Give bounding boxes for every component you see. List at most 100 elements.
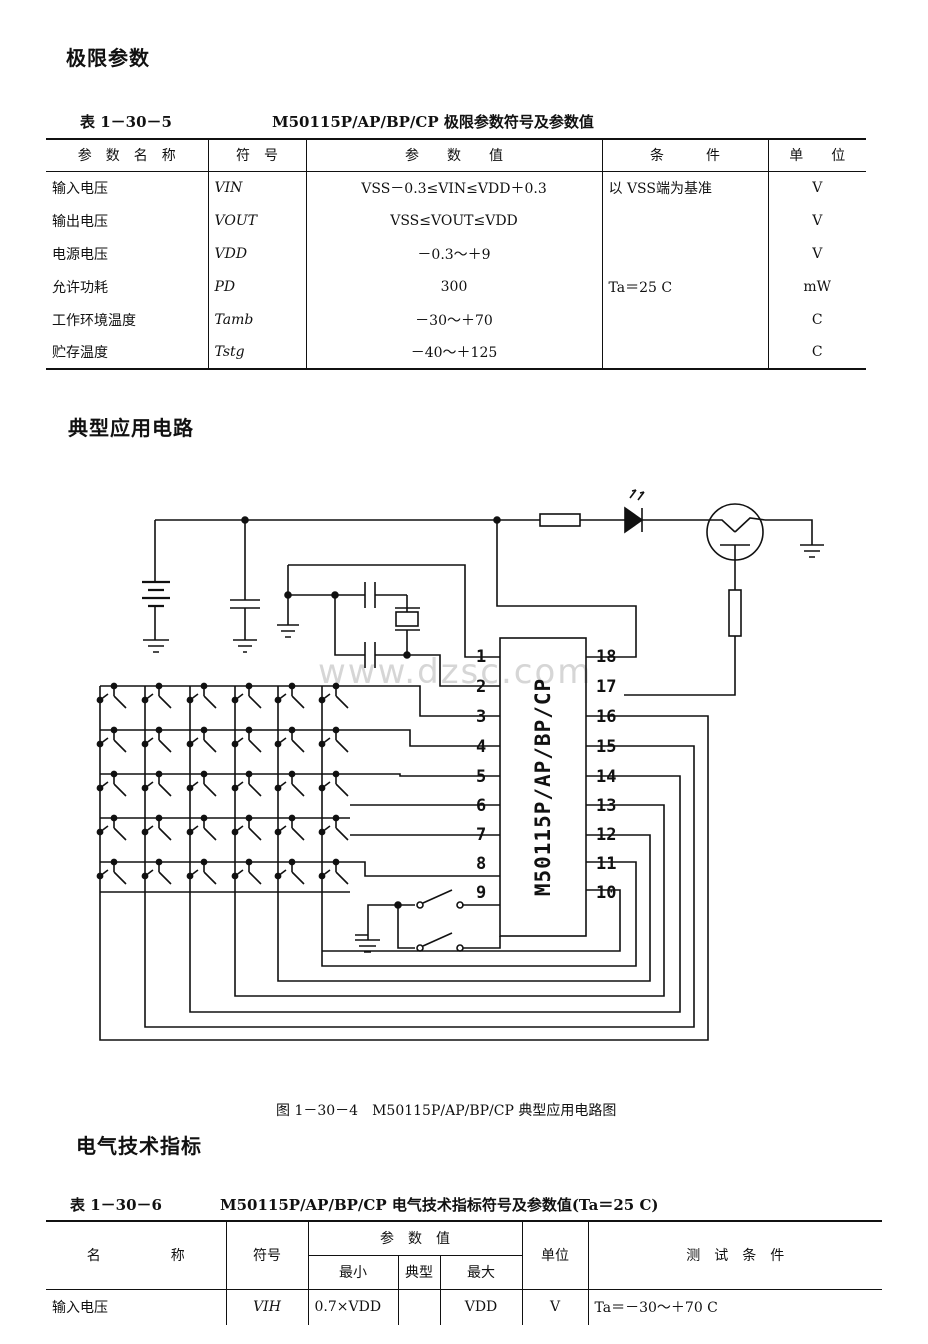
battery-icon <box>142 520 170 653</box>
param-condition <box>602 237 769 270</box>
param-value: VSS－0.3≤VIN≤VDD＋0.3 <box>306 171 603 204</box>
pin-number: 15 <box>596 737 617 757</box>
header-cell: 条 件 <box>602 139 769 171</box>
param-unit: V <box>522 1289 589 1325</box>
param-condition: Ta＝－30～＋70 C <box>594 1300 718 1317</box>
wire <box>144 686 695 1028</box>
key-switch <box>234 774 262 797</box>
param-typ <box>398 1289 441 1325</box>
header-cell: 典型 <box>398 1255 441 1290</box>
param-symbol: Tamb <box>208 303 307 336</box>
ic-label: M50115P/AP/BP/CP <box>531 677 555 897</box>
key-switch <box>144 862 172 885</box>
header-cell: 符号 <box>226 1221 309 1290</box>
key-switch <box>277 686 305 709</box>
resistor-icon <box>728 589 742 637</box>
resistor-icon <box>539 513 581 527</box>
key-switch <box>144 686 172 709</box>
param-condition: 以 VSS端为基准 <box>602 171 769 204</box>
ground-icon <box>277 565 299 638</box>
key-switch <box>189 686 217 709</box>
junction-dot <box>403 651 411 659</box>
key-switch-node <box>96 828 104 836</box>
key-switch-node <box>96 784 104 792</box>
pin-number: 17 <box>596 677 617 697</box>
key-switch <box>277 862 305 885</box>
param-symbol: VOUT <box>208 204 307 237</box>
header-cell: 参 数 名 称 <box>46 139 209 171</box>
key-switch <box>99 686 127 709</box>
param-name: 允许功耗 <box>46 270 209 303</box>
header-cell: 最小 <box>308 1255 399 1290</box>
key-switch <box>277 774 305 797</box>
key-switch <box>234 686 262 709</box>
pin-number: 3 <box>476 707 487 727</box>
wire <box>624 636 736 696</box>
key-switch <box>189 730 217 753</box>
key-switch <box>277 730 305 753</box>
pin-number: 6 <box>476 796 487 816</box>
electrical-table: 名 称 符号 参 数 值 单位 测 试 条 件 最小 典型 最大 输入电压 VI… <box>46 1220 882 1325</box>
param-condition: Ta＝25 C <box>602 270 769 303</box>
table-title: M50115P/AP/BP/CP 电气技术指标符号及参数值(Ta＝25 C) <box>220 1196 659 1214</box>
junction-dot <box>331 591 339 599</box>
key-matrix <box>99 685 350 893</box>
table-row: 输入电压 VIH 0.7×VDD VDD V Ta＝－30～＋70 C <box>46 1289 882 1325</box>
param-condition <box>602 336 769 369</box>
pin-number: 7 <box>476 825 487 845</box>
wire <box>407 654 500 687</box>
pin-number: 16 <box>596 707 617 727</box>
capacitor-icon <box>230 520 260 653</box>
wire <box>496 520 637 658</box>
param-unit: C <box>811 311 823 328</box>
wire <box>277 686 651 982</box>
param-unit: mW <box>803 278 832 295</box>
param-condition <box>602 204 769 237</box>
figure-caption: 图 1－30－4 M50115P/AP/BP/CP 典型应用电路图 <box>276 1103 617 1119</box>
wire <box>350 729 500 747</box>
limits-table: 参 数 名 称 符 号 参 数 值 条 件 单 位 输入电压 VIN VSS－0… <box>46 138 866 370</box>
table-header-row: 参 数 名 称 符 号 参 数 值 条 件 单 位 <box>46 139 866 171</box>
key-switch-node <box>96 696 104 704</box>
key-switch-node <box>96 872 104 880</box>
wire <box>288 594 408 612</box>
param-max: VDD <box>440 1289 523 1325</box>
pin-number: 10 <box>596 883 617 903</box>
param-symbol: PD <box>208 270 307 303</box>
section-heading-limits: 极限参数 <box>66 46 150 70</box>
param-name: 贮存温度 <box>46 336 209 369</box>
param-unit: V <box>812 212 823 229</box>
key-switch <box>321 686 349 709</box>
circuit-diagram <box>96 489 824 1041</box>
header-cell: 符 号 <box>208 139 307 171</box>
key-switch-node <box>96 740 104 748</box>
param-condition <box>602 303 769 336</box>
key-switch <box>234 818 262 841</box>
table-number: 表 1－30－6 <box>70 1196 162 1214</box>
param-symbol: VIN <box>208 171 307 204</box>
key-switch <box>321 774 349 797</box>
table-row: 贮存温度 Tstg －40～＋125 C <box>46 336 866 369</box>
param-unit: V <box>812 179 823 196</box>
table-row: 输入电压 VIN VSS－0.3≤VIN≤VDD＋0.3 以 VSS端为基准 V <box>46 171 866 204</box>
key-switch <box>99 774 127 797</box>
key-switch <box>144 774 172 797</box>
table-row: 工作环境温度 Tamb －30～＋70 C <box>46 303 866 336</box>
param-name: 输出电压 <box>46 204 209 237</box>
param-symbol: VIH <box>226 1289 309 1325</box>
led-icon <box>624 489 645 534</box>
header-cell: 参 数 值 <box>306 139 603 171</box>
param-name: 工作环境温度 <box>46 303 209 336</box>
key-switch <box>234 730 262 753</box>
param-value: －30～＋70 <box>306 303 603 336</box>
switch-icon <box>416 889 464 952</box>
key-switch <box>99 818 127 841</box>
table-number: 表 1－30－5 <box>80 113 172 131</box>
param-value: －40～＋125 <box>306 336 603 369</box>
param-symbol: Tstg <box>208 336 307 369</box>
wire <box>397 905 415 949</box>
pin-number: 5 <box>476 767 487 787</box>
pin-number: 8 <box>476 854 487 874</box>
wire <box>355 904 500 940</box>
pin-number: 11 <box>596 854 617 874</box>
